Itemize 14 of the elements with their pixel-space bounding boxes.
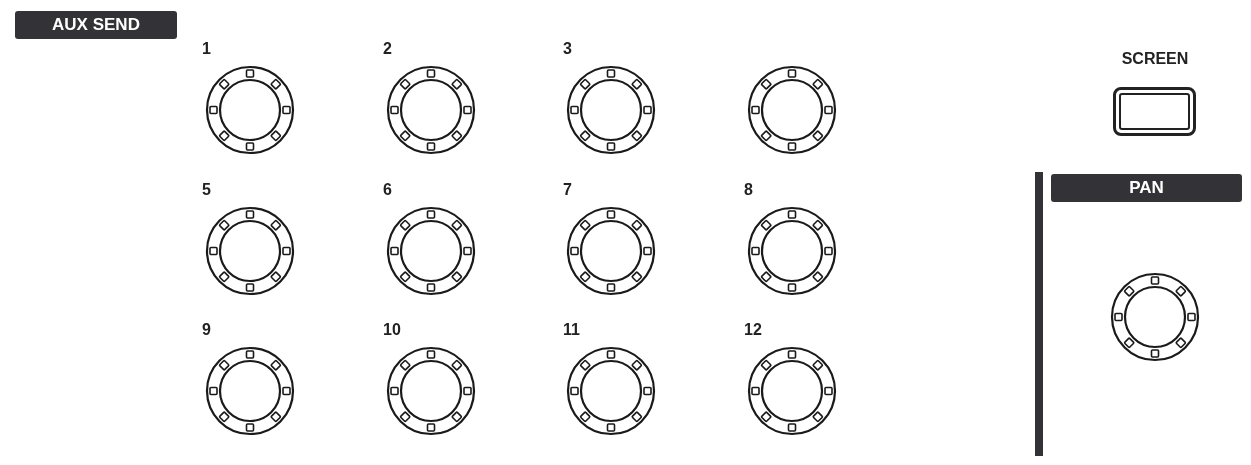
knob-number: 10 <box>383 321 401 339</box>
knob-number: 8 <box>744 181 753 199</box>
knob-number: 5 <box>202 181 211 199</box>
knob-number: 1 <box>202 40 211 58</box>
knob-number: 2 <box>383 40 392 58</box>
knob-number: 9 <box>202 321 211 339</box>
section-header: PAN <box>1051 174 1242 202</box>
knob-number: 3 <box>563 40 572 58</box>
knob-number: 11 <box>563 321 580 339</box>
section-header: AUX SEND <box>15 11 177 39</box>
knob-number: 6 <box>383 181 392 199</box>
button-label: SCREEN <box>1120 50 1190 68</box>
knob-number: 7 <box>563 181 572 199</box>
knob-number: 12 <box>744 321 762 339</box>
